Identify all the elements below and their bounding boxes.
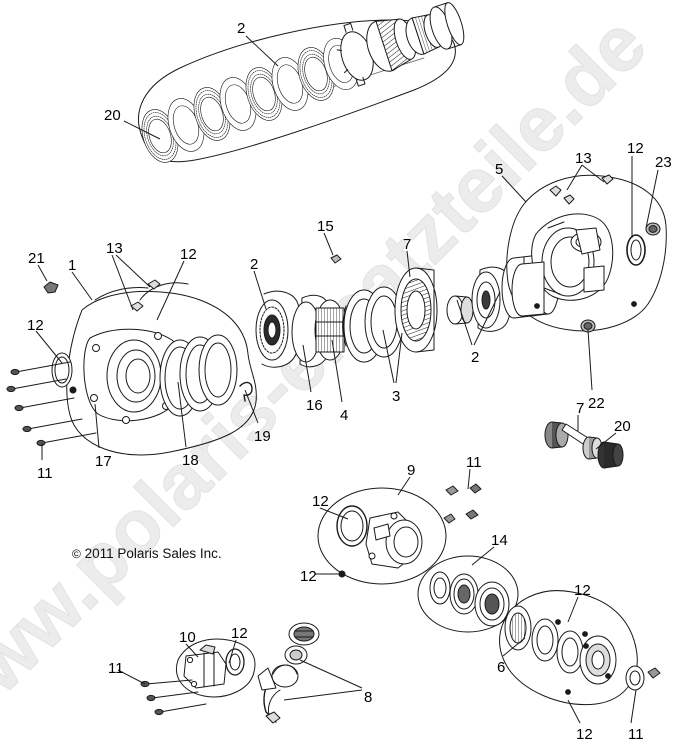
callout-2: 2 [471,349,480,366]
leader-line-12 [567,699,581,724]
gearcase-cover-assembly [317,483,482,585]
leader-line-17 [94,403,100,449]
callout-2: 2 [250,256,259,273]
callout-12: 12 [231,625,248,642]
callout-12: 12 [576,726,593,743]
leader-line-2 [245,35,279,67]
callout-12: 12 [312,493,329,510]
leader-line-3 [382,329,395,384]
leader-line-14 [471,546,495,566]
bearing-carrier-assembly [499,590,661,706]
copyright-text: 2011 Polaris Sales Inc. [84,546,222,561]
leader-line-13 [581,164,605,183]
leader-line-4 [331,339,343,403]
leader-line-11 [467,468,471,490]
callout-6: 6 [497,659,506,676]
callout-16: 16 [306,397,323,414]
leader-line-12 [319,507,349,520]
front-gearcase-housing [6,279,257,456]
leader-line-13 [111,254,134,311]
callout-22: 22 [588,395,605,412]
bearing-and-seal-stack [417,555,519,633]
callout-13: 13 [106,240,123,257]
leader-line-15 [323,232,334,256]
callout-20: 20 [104,107,121,124]
callout-12: 12 [574,582,591,599]
leader-line-9 [397,476,411,496]
actuator-assembly [140,638,256,716]
callout-11: 11 [628,726,644,743]
callout-15: 15 [317,218,334,235]
leader-line-8 [299,659,363,689]
callout-3: 3 [392,388,401,405]
leader-line-6 [502,637,526,657]
leader-line-12 [228,639,237,664]
leader-line-8 [283,689,363,701]
callout-23: 23 [655,154,672,171]
callout-17: 17 [95,453,112,470]
rear-gearcase-housing [506,174,667,333]
callout-11: 11 [466,454,482,471]
leader-line-21 [37,264,48,282]
leader-line-2 [253,270,267,310]
leader-line-11 [630,689,637,724]
copyright-notice: © 2011 Polaris Sales Inc. [72,546,222,561]
leader-line-5 [501,175,527,203]
leader-line-12 [567,596,579,623]
copyright-symbol: © [72,547,81,561]
callout-11: 11 [108,660,124,677]
callout-12: 12 [180,246,197,263]
callout-leader-lines [35,35,659,724]
leader-line-7 [406,250,411,278]
callout-7: 7 [403,236,412,253]
callout-20: 20 [614,418,631,435]
clutch-pack-assembly [135,2,465,168]
callout-12: 12 [27,317,44,334]
leader-line-12 [156,260,185,321]
callout-12: 12 [627,140,644,157]
callout-5: 5 [495,161,504,178]
leader-line-3 [395,332,403,384]
callout-7: 7 [576,400,585,417]
leader-line-13 [566,164,583,191]
callout-10: 10 [179,629,196,646]
pinion-shaft-assembly [544,421,624,469]
callout-18: 18 [182,452,199,469]
shift-linkage-assembly [257,622,320,724]
leader-line-20 [123,120,161,140]
callout-13: 13 [575,150,592,167]
callout-12: 12 [300,568,317,585]
leader-line-12 [35,330,63,364]
callout-14: 14 [491,532,508,549]
leader-line-2 [473,291,501,346]
callout-4: 4 [340,407,349,424]
leader-line-20 [595,432,617,450]
callout-21: 21 [28,250,45,267]
leader-line-10 [185,643,199,658]
leader-line-18 [177,381,187,448]
hub-and-coil-assembly [255,253,560,368]
callout-9: 9 [407,462,416,479]
leader-line-19 [244,389,259,424]
leader-line-11 [117,669,146,685]
callout-8: 8 [364,689,373,706]
leader-line-22 [587,329,593,391]
leader-line-23 [645,169,659,229]
leader-line-16 [302,344,312,393]
callout-2: 2 [237,20,246,37]
callout-1: 1 [68,257,77,274]
callout-19: 19 [254,428,271,445]
leader-line-1 [71,271,93,301]
callout-11: 11 [37,465,53,482]
leader-line-2 [456,299,473,346]
leader-line-13 [115,254,151,288]
